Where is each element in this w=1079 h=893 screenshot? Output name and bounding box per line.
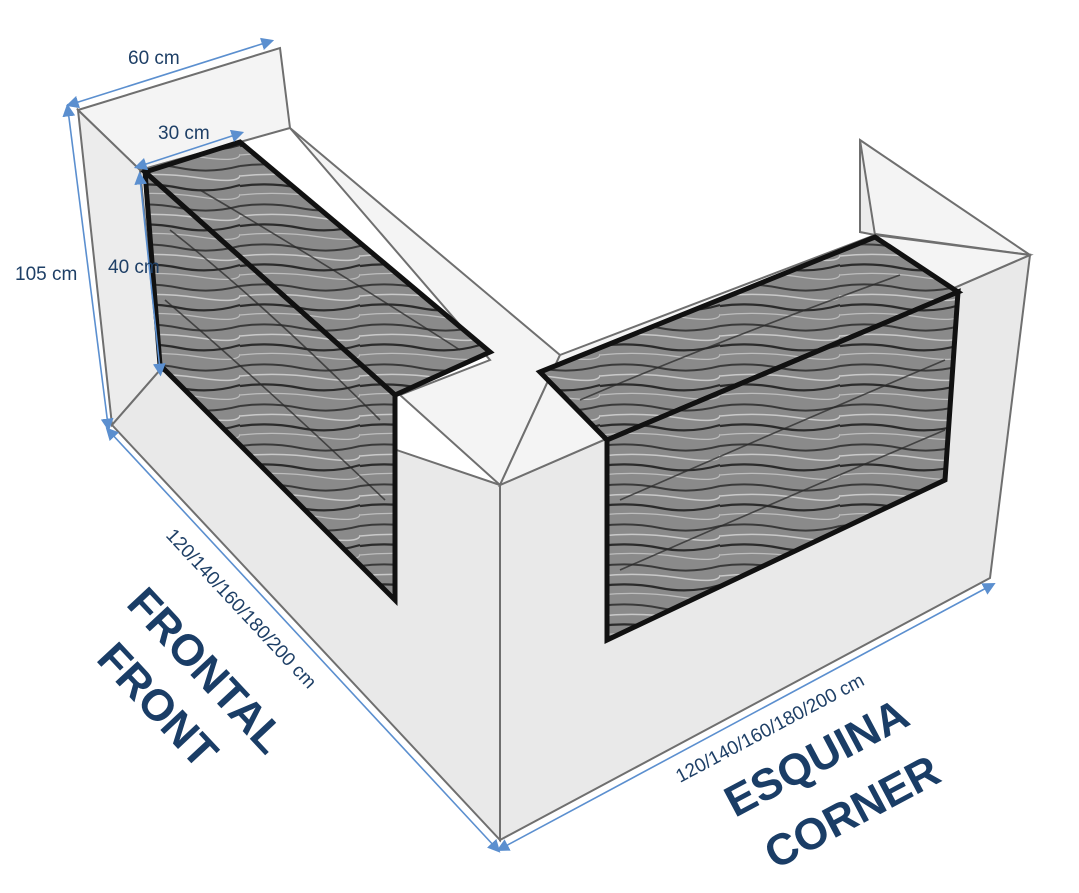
grain-line: [619, 359, 946, 501]
dim-105-line: [62, 103, 114, 432]
corner-wood-front: [604, 288, 961, 644]
grain-line: [579, 274, 901, 401]
dim-corner-line: [496, 582, 996, 852]
dim-30-line: [133, 129, 245, 171]
grain-line: [619, 429, 946, 571]
dim-40-line: [134, 171, 166, 377]
label-height-total: 105 cm: [15, 264, 77, 285]
grain-line: [169, 229, 381, 421]
dimension-lines: [62, 37, 996, 853]
label-depth-shelf: 30 cm: [158, 123, 210, 144]
label-height-shelf: 40 cm: [108, 257, 160, 278]
corner-wood-panel: [535, 234, 964, 644]
label-depth-outer: 60 cm: [128, 48, 180, 69]
dim-front-line: [105, 427, 501, 853]
grain-line: [199, 189, 461, 351]
corner-wing-back: [859, 139, 877, 237]
dim-60-line: [65, 37, 275, 109]
